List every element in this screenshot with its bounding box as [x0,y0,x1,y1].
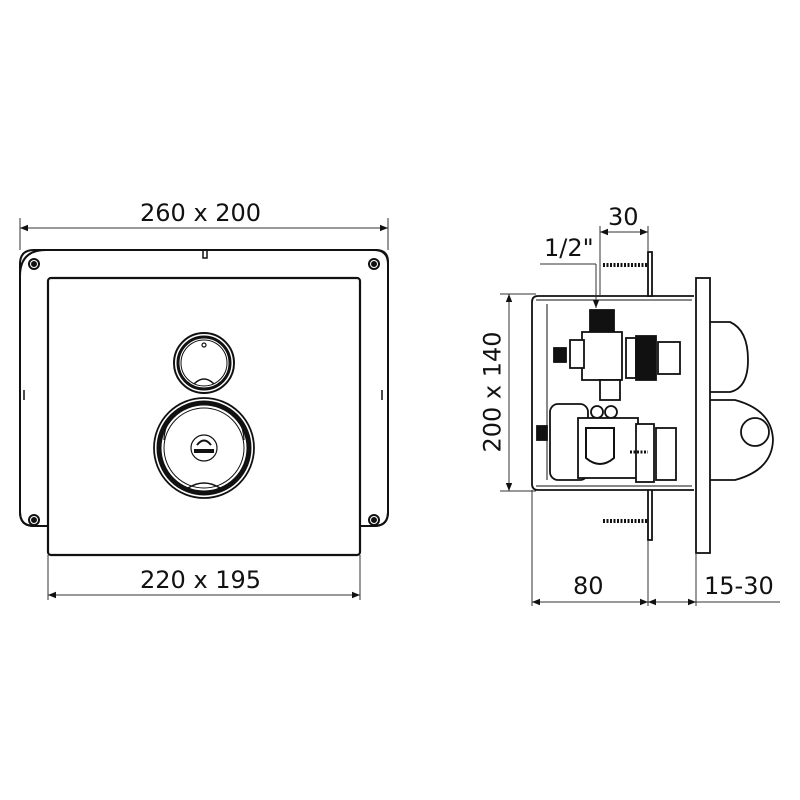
inner-plate-dimension-label: 220 x 195 [140,566,262,594]
front-view [19,249,389,557]
body-depth-label: 80 [573,572,604,600]
screw-depth-label: 30 [608,203,639,231]
front-plate [695,277,711,554]
front-dimensions [19,218,389,600]
temperature-knob-icon [153,397,255,499]
side-view [531,251,774,554]
screw-icon [28,258,380,526]
side-dimensions [500,226,780,606]
thread-size-label: 1/2" [544,234,594,262]
wood-screw-icon [603,263,648,523]
wall-thickness-label: 15-30 [704,572,774,600]
housing [531,295,694,491]
cover-plate [46,276,362,557]
flow-knob-icon [173,332,235,394]
height-dimension-label: 200 x 140 [478,331,507,453]
overall-dimension-label: 260 x 200 [140,199,262,227]
